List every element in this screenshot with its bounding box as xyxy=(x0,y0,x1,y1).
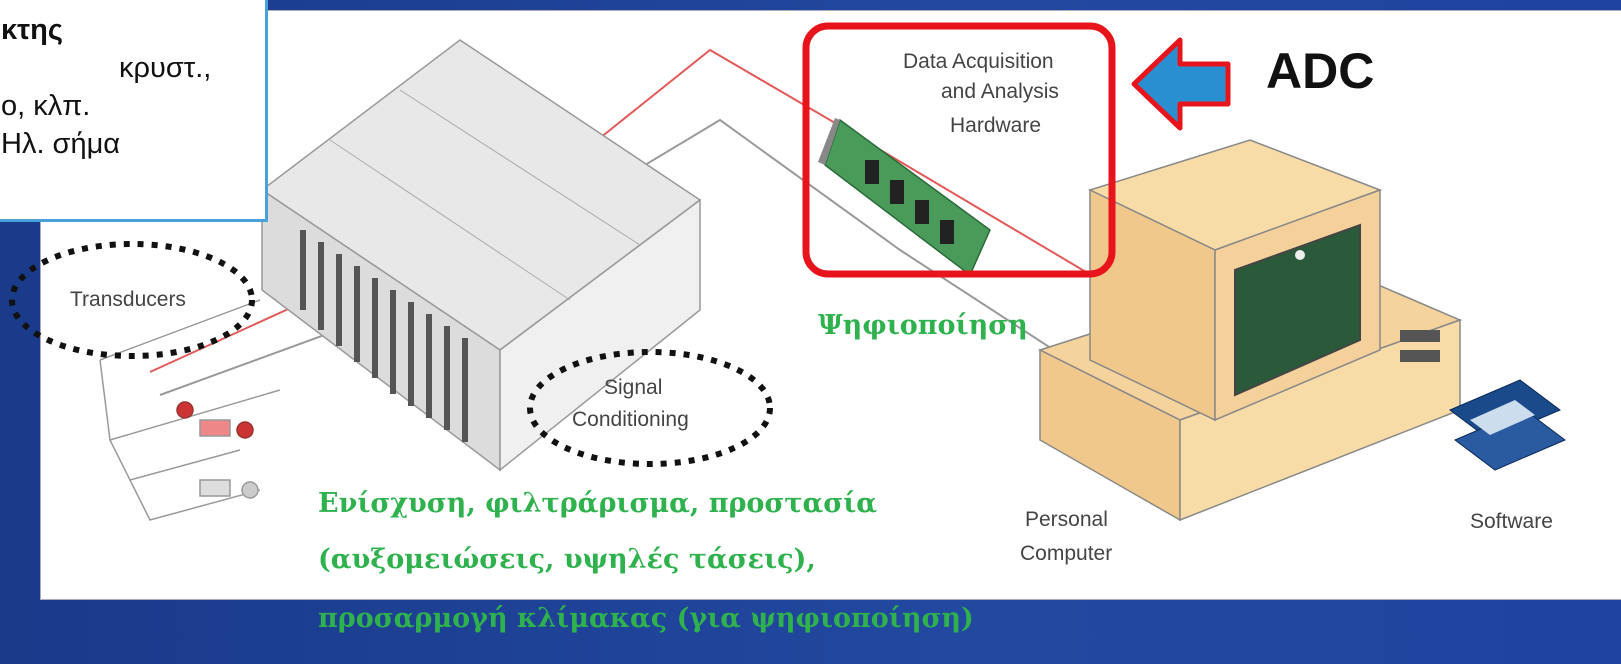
daq-highlight-box xyxy=(802,22,1116,278)
daq-label-line-2: and Analysis xyxy=(941,80,1059,103)
software-disks-graphic xyxy=(1449,379,1566,471)
adc-label: ADC xyxy=(1266,43,1375,99)
sensor-callout-box: κτης κρυστ., ο, κλπ. Ηλ. σήμα xyxy=(0,0,268,222)
callout-line-3: ο, κλπ. xyxy=(1,90,91,122)
callout-line-2: κρυστ., xyxy=(119,52,212,84)
daq-label-line-1: Data Acquisition xyxy=(903,50,1054,73)
callout-line-1: κτης xyxy=(1,14,63,46)
conditioning-label: Conditioning xyxy=(572,408,689,431)
conditioning-annotation-line-1: Ενίσχυση, φιλτράρισμα, προστασία xyxy=(318,488,878,519)
signal-label: Signal xyxy=(604,376,663,399)
software-label: Software xyxy=(1470,510,1553,533)
digitization-annotation: Ψηφιοποίηση xyxy=(818,310,1028,341)
conditioning-annotation-line-2: (αυξομειώσεις, υψηλές τάσεις), xyxy=(318,544,816,575)
daq-card-graphic xyxy=(818,118,991,277)
daq-label-line-3: Hardware xyxy=(950,114,1042,137)
signal-conditioning-highlight-ellipse xyxy=(527,349,773,467)
callout-line-4: Ηλ. σήμα xyxy=(1,128,121,160)
pc-label-line-1: Personal xyxy=(1025,508,1108,531)
adc-arrow-icon xyxy=(1131,37,1231,131)
transducers-highlight-ellipse xyxy=(9,241,255,359)
conditioning-annotation-line-3: προσαρμογή κλίμακας (για ψηφιοποίηση) xyxy=(318,603,974,634)
personal-computer-graphic xyxy=(1038,139,1463,522)
transducers-label: Transducers xyxy=(70,288,186,311)
pc-label-line-2: Computer xyxy=(1020,542,1113,565)
transducers-graphic xyxy=(99,299,281,521)
signal-conditioning-chassis xyxy=(260,39,702,472)
